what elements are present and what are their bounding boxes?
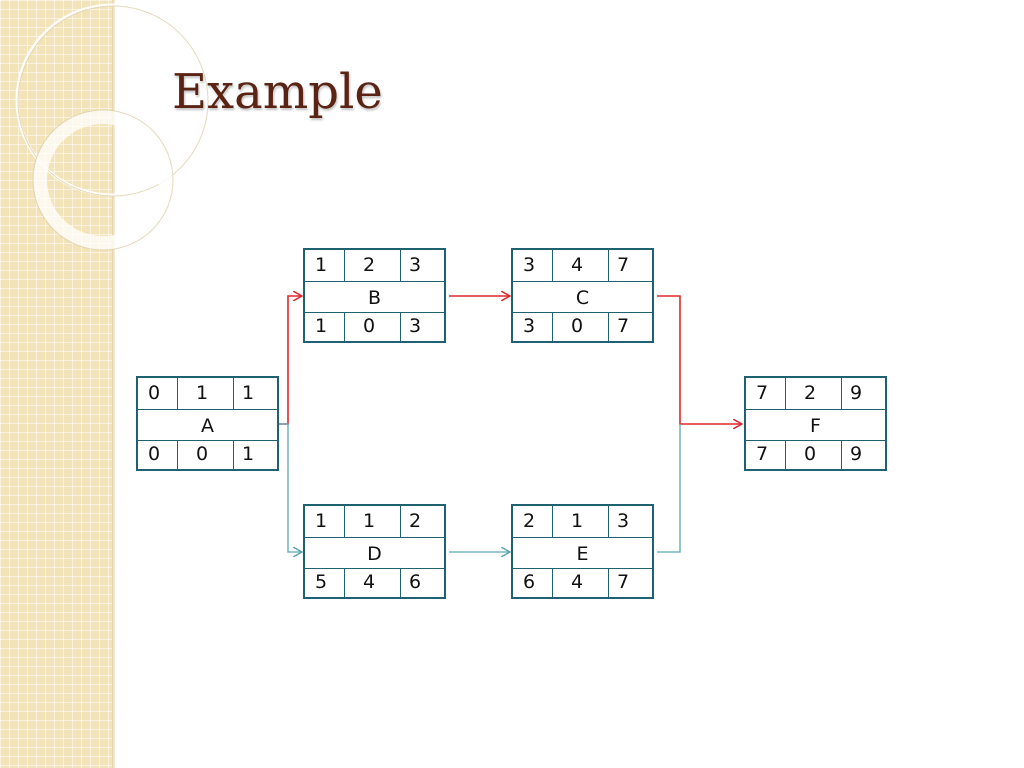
sidebar-edge — [112, 0, 115, 768]
early-finish: 2 — [409, 510, 422, 532]
activity-name: C — [575, 287, 590, 309]
activity-name: B — [367, 287, 382, 309]
late-start: 3 — [513, 313, 553, 341]
early-finish: 9 — [850, 382, 863, 404]
late-start: 6 — [513, 569, 553, 597]
late-start: 0 — [138, 441, 178, 469]
early-start: 3 — [513, 250, 553, 281]
activity-name: D — [367, 543, 382, 565]
duration: 1 — [553, 506, 609, 537]
late-finish: 7 — [617, 571, 630, 593]
early-start: 7 — [746, 378, 786, 409]
early-finish: 7 — [617, 254, 630, 276]
late-finish: 1 — [242, 443, 255, 465]
duration: 2 — [786, 378, 842, 409]
slack: 0 — [553, 313, 609, 341]
early-start: 1 — [305, 250, 345, 281]
slack: 0 — [178, 441, 234, 469]
slack: 0 — [345, 313, 401, 341]
duration: 2 — [345, 250, 401, 281]
early-finish: 3 — [409, 254, 422, 276]
early-finish: 1 — [242, 382, 255, 404]
early-finish: 3 — [617, 510, 630, 532]
early-start: 0 — [138, 378, 178, 409]
duration: 1 — [178, 378, 234, 409]
late-start: 7 — [746, 441, 786, 469]
edge-e-f — [657, 424, 681, 553]
late-finish: 6 — [409, 571, 422, 593]
late-finish: 9 — [850, 443, 863, 465]
early-start: 2 — [513, 506, 553, 537]
activity-name: A — [201, 415, 214, 437]
edge-a-d — [279, 423, 302, 552]
slack: 4 — [345, 569, 401, 597]
slide-title: Example — [172, 64, 383, 120]
late-start: 5 — [305, 569, 345, 597]
slack: 0 — [786, 441, 842, 469]
duration: 1 — [345, 506, 401, 537]
early-start: 1 — [305, 506, 345, 537]
activity-name: F — [810, 415, 821, 437]
edge-a-b — [279, 296, 302, 425]
late-finish: 7 — [617, 315, 630, 337]
duration: 4 — [553, 250, 609, 281]
late-finish: 3 — [409, 315, 422, 337]
slack: 4 — [553, 569, 609, 597]
late-start: 1 — [305, 313, 345, 341]
edge-c-f — [657, 295, 742, 424]
activity-name: E — [576, 543, 589, 565]
